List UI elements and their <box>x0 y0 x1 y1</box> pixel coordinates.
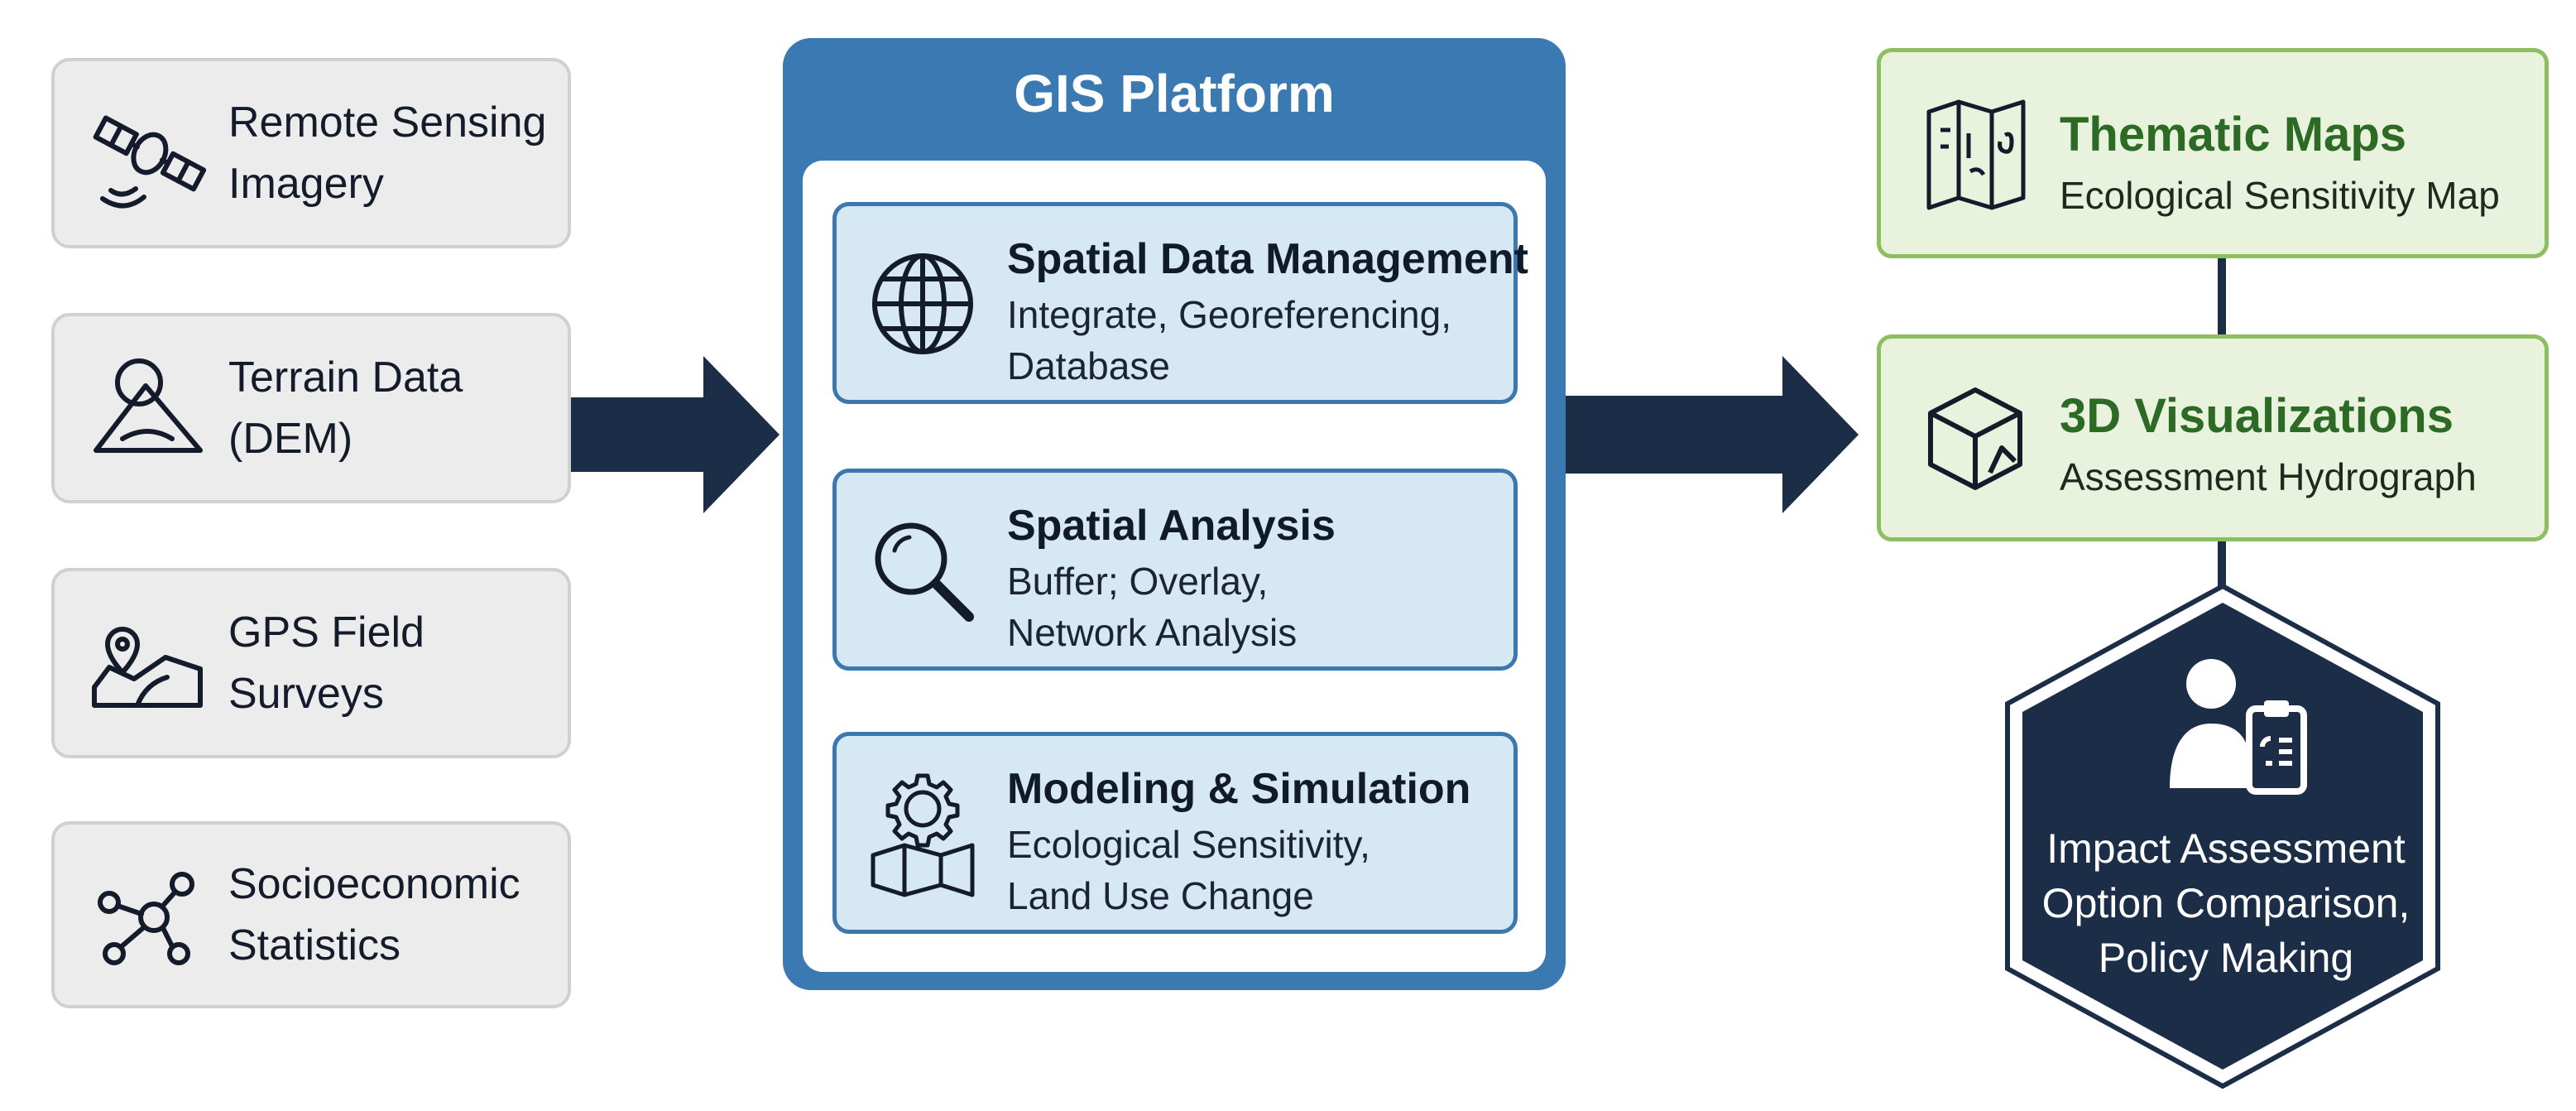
module-title: Spatial Analysis <box>1007 502 1336 550</box>
module-title: Modeling & Simulation <box>1007 765 1471 813</box>
input-socioeconomic-statistics: Socioeconomic Statistics <box>51 821 571 1008</box>
module-description: Buffer; Overlay, Network Analysis <box>1007 560 1298 654</box>
input-label: GPS Field Surveys <box>228 608 425 718</box>
input-terrain-data: Terrain Data (DEM) <box>51 313 571 503</box>
gear-map-icon <box>866 769 979 906</box>
output-subtitle: Assessment Hydrograph <box>2060 455 2477 498</box>
output-title: 3D Visualizations <box>2060 389 2454 443</box>
input-label: Socioeconomic Statistics <box>228 860 520 969</box>
output-3d-visualizations: 3D Visualizations Assessment Hydrograph <box>1877 334 2549 541</box>
decision-hexagon <box>2005 583 2440 1089</box>
module-description: Ecological Sensitivity, Land Use Change <box>1007 823 1370 917</box>
platform-to-outputs-arrow <box>1566 356 1859 513</box>
connector-line <box>2218 258 2226 334</box>
module-title: Spatial Data Management <box>1007 235 1528 283</box>
output-thematic-maps: Thematic Maps Ecological Sensitivity Map <box>1877 48 2549 258</box>
output-subtitle: Ecological Sensitivity Map <box>2060 174 2500 217</box>
platform-title: GIS Platform <box>1014 64 1335 123</box>
decision-text: Impact Assessment Option Comparison, Pol… <box>2041 825 2411 981</box>
module-spatial-analysis: Spatial Analysis Buffer; Overlay, Networ… <box>832 469 1518 671</box>
input-gps-surveys: GPS Field Surveys <box>51 568 571 758</box>
connector-line <box>2218 541 2226 591</box>
globe-icon <box>866 248 979 364</box>
folded-map-icon <box>1922 97 2030 217</box>
output-title: Thematic Maps <box>2060 108 2406 161</box>
person-clipboard-icon <box>2163 654 2312 807</box>
map-pin-icon <box>86 608 210 719</box>
module-spatial-data-management: Spatial Data Management Integrate, Geore… <box>832 202 1528 404</box>
cube-icon <box>1922 382 2030 502</box>
input-to-platform-arrow <box>571 356 780 513</box>
input-label: Terrain Data (DEM) <box>228 354 463 463</box>
magnifier-icon <box>866 514 979 631</box>
terrain-icon <box>86 353 210 464</box>
module-modeling-simulation: Modeling & Simulation Ecological Sensiti… <box>832 732 1518 934</box>
module-description: Integrate, Georeferencing, Database <box>1007 293 1451 387</box>
input-remote-sensing: Remote Sensing Imagery <box>51 58 571 248</box>
satellite-icon <box>86 103 210 214</box>
input-label: Remote Sensing Imagery <box>228 99 547 208</box>
network-nodes-icon <box>86 863 210 974</box>
